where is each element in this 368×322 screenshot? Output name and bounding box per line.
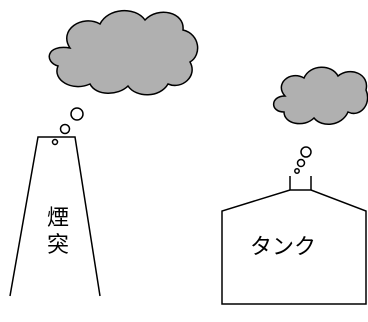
tank-label: タンク <box>250 235 316 260</box>
chimney-smoke-cloud <box>48 10 199 96</box>
tank-smoke-puffs <box>294 146 312 174</box>
smoke-puff-small <box>51 138 59 146</box>
chimney <box>9 136 101 297</box>
chimney-smoke-puffs <box>51 107 84 146</box>
chimney-body <box>9 136 101 297</box>
tank-smoke-cloud <box>272 66 368 125</box>
smoke-puff-medium <box>59 123 71 135</box>
tank-smoke-puff-large <box>300 146 312 158</box>
tank <box>221 176 367 305</box>
chimney-label-char-2: 突 <box>47 233 69 258</box>
tank-smoke-puff-medium <box>296 158 306 168</box>
tank-smoke-puff-small <box>294 168 300 174</box>
smoke-puff-large <box>70 107 84 121</box>
tank-body <box>221 189 367 305</box>
chimney-label-char-1: 煙 <box>47 206 69 231</box>
